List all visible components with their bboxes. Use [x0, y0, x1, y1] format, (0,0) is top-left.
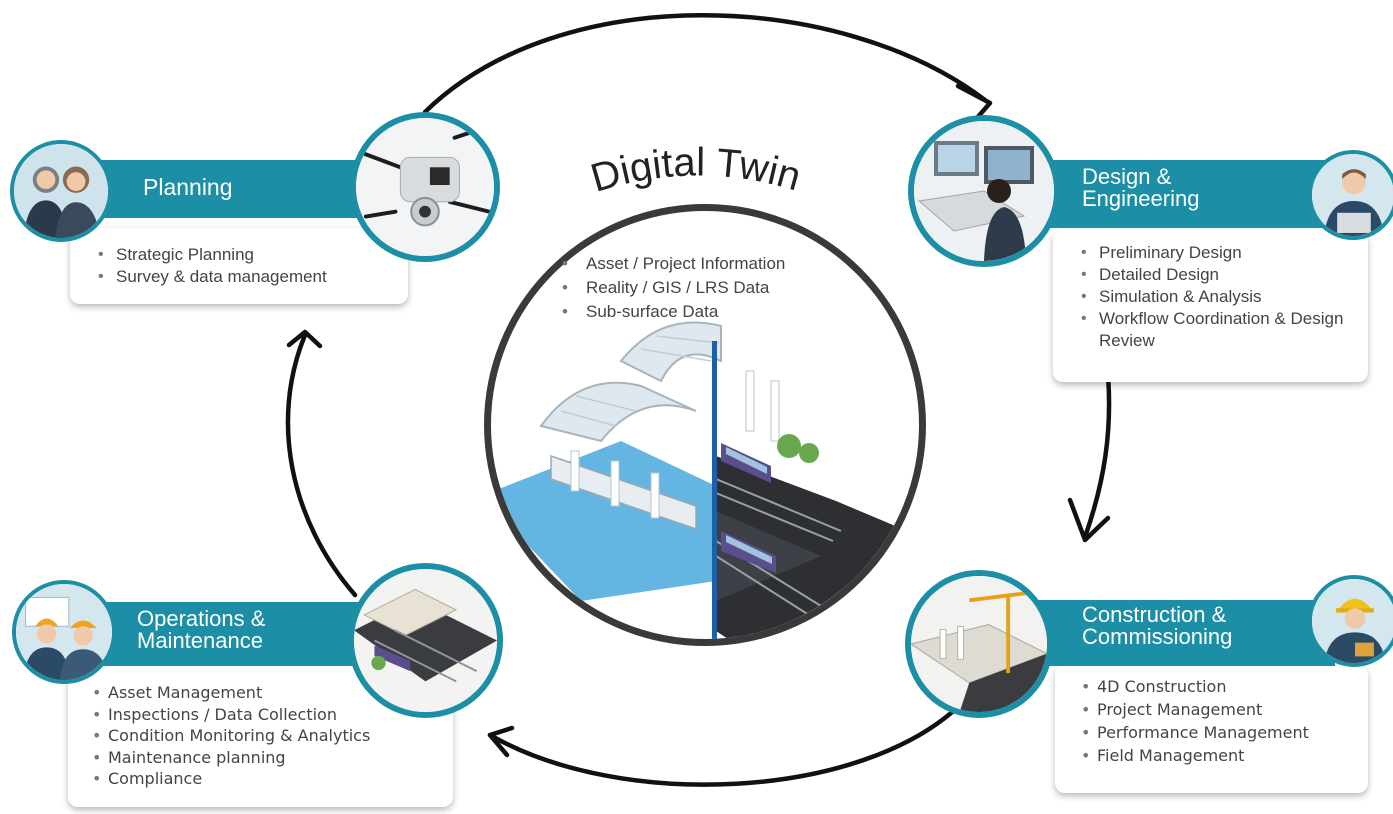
construction-commissioning-banner: Construction & Commissioning — [1030, 600, 1335, 666]
design-engineering-title-line1: Design & — [1082, 164, 1172, 189]
list-item: Preliminary Design — [1073, 242, 1362, 264]
rail-station-icon — [348, 563, 503, 718]
operations-maintenance-banner: Operations & Maintenance — [95, 602, 390, 666]
drone-icon — [350, 112, 500, 262]
svg-text:Digital Twin: Digital Twin — [586, 140, 806, 200]
engineer-avatar-icon — [1308, 150, 1393, 240]
list-item: Sub-surface Data — [558, 300, 785, 324]
list-item: Inspections / Data Collection — [86, 704, 447, 726]
arrow-construction-to-operations — [487, 702, 963, 787]
digital-twin-title: Digital Twin — [586, 140, 806, 200]
operations-maintenance-title-line2: Maintenance — [137, 628, 263, 653]
operations-maintenance-title-line1: Operations & — [137, 606, 266, 631]
list-item: Compliance — [86, 768, 447, 790]
design-engineering-title-line2: Engineering — [1082, 186, 1200, 211]
construction-commissioning-title-line2: Commissioning — [1082, 624, 1233, 649]
list-item: Performance Management — [1075, 721, 1362, 744]
list-item: Detailed Design — [1073, 264, 1362, 286]
arrow-planning-to-design — [422, 13, 988, 115]
team-avatar-icon — [10, 140, 112, 242]
list-item: Strategic Planning — [90, 244, 400, 266]
train-station-digital-twin-icon — [491, 321, 919, 639]
list-item: Maintenance planning — [86, 747, 447, 769]
list-item: Simulation & Analysis — [1073, 286, 1362, 308]
list-item: Asset Management — [86, 682, 447, 704]
digital-twin-title-text: Digital Twin — [586, 140, 806, 200]
construction-commissioning-card: 4D Construction Project Management Perfo… — [1055, 665, 1368, 793]
construction-commissioning-title-line1: Construction & — [1082, 602, 1227, 627]
list-item: 4D Construction — [1075, 675, 1362, 698]
design-engineering-banner: Design & Engineering — [1030, 160, 1330, 228]
planning-card: Strategic Planning Survey & data managem… — [70, 228, 408, 304]
arrow-operations-to-planning — [285, 332, 358, 598]
list-item: Survey & data management — [90, 266, 400, 288]
inspectors-avatar-icon — [12, 580, 116, 684]
digital-twin-circle — [484, 204, 926, 646]
arrow-head-right — [1067, 497, 1111, 543]
construction-crane-icon — [905, 570, 1053, 718]
engineer-workstation-icon — [908, 115, 1060, 267]
planning-banner: Planning — [95, 160, 385, 218]
list-item: Workflow Coordination & Design Review — [1073, 308, 1362, 352]
worker-hardhat-avatar-icon — [1308, 575, 1393, 667]
planning-title: Planning — [143, 174, 233, 200]
list-item: Condition Monitoring & Analytics — [86, 725, 447, 747]
list-item: Asset / Project Information — [558, 252, 785, 276]
arrow-head-left — [286, 329, 323, 349]
arrow-design-to-construction — [1082, 372, 1112, 540]
list-item: Reality / GIS / LRS Data — [558, 276, 785, 300]
digital-twin-list: Asset / Project Information Reality / GI… — [558, 252, 785, 324]
list-item: Project Management — [1075, 698, 1362, 721]
design-engineering-card: Preliminary Design Detailed Design Simul… — [1053, 230, 1368, 382]
list-item: Field Management — [1075, 744, 1362, 767]
arrow-head-bottom — [487, 725, 515, 758]
